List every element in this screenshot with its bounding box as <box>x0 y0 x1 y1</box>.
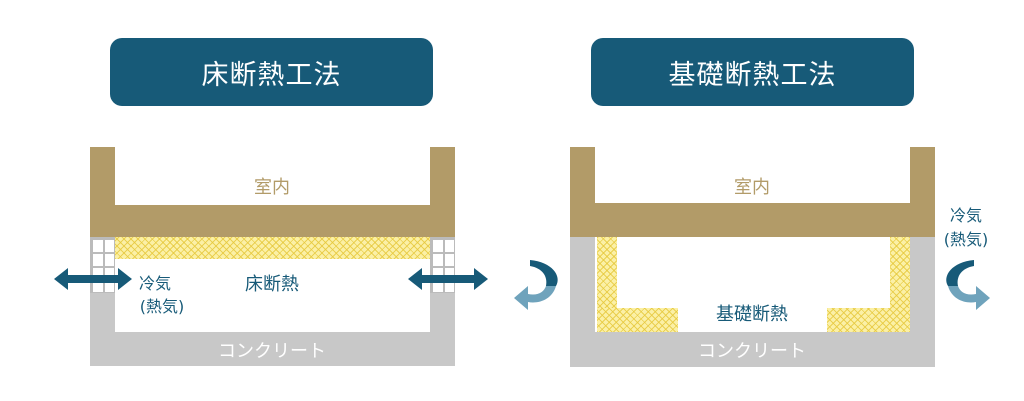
floor-insulation-title: 床断熱工法 <box>110 38 433 106</box>
air-label: 冷気 <box>138 274 172 293</box>
foundation-insulation-right-base <box>827 308 910 332</box>
room-label: 室内 <box>734 177 770 198</box>
curved-arrow-icon <box>514 260 558 310</box>
double-arrow-icon <box>54 268 132 290</box>
floor-slab <box>570 203 935 237</box>
foundation-insulation-title: 基礎断熱工法 <box>591 38 914 106</box>
air-label-2: (熱気) <box>139 297 185 316</box>
foundation-insulation-left-base <box>597 308 678 332</box>
air-label-2: (熱気) <box>943 230 989 249</box>
concrete-label: コンクリート <box>698 341 806 362</box>
concrete-label: コンクリート <box>218 341 326 362</box>
curved-arrow-icon <box>946 260 990 310</box>
air-label: 冷気 <box>949 206 983 225</box>
insulation-label: 基礎断熱 <box>716 304 788 325</box>
room-label: 室内 <box>254 177 290 198</box>
floor-slab <box>90 205 455 237</box>
concrete-base <box>90 332 455 366</box>
floor-insulation <box>115 237 430 259</box>
insulation-label: 床断熱 <box>245 274 299 295</box>
double-arrow-icon <box>408 268 488 290</box>
